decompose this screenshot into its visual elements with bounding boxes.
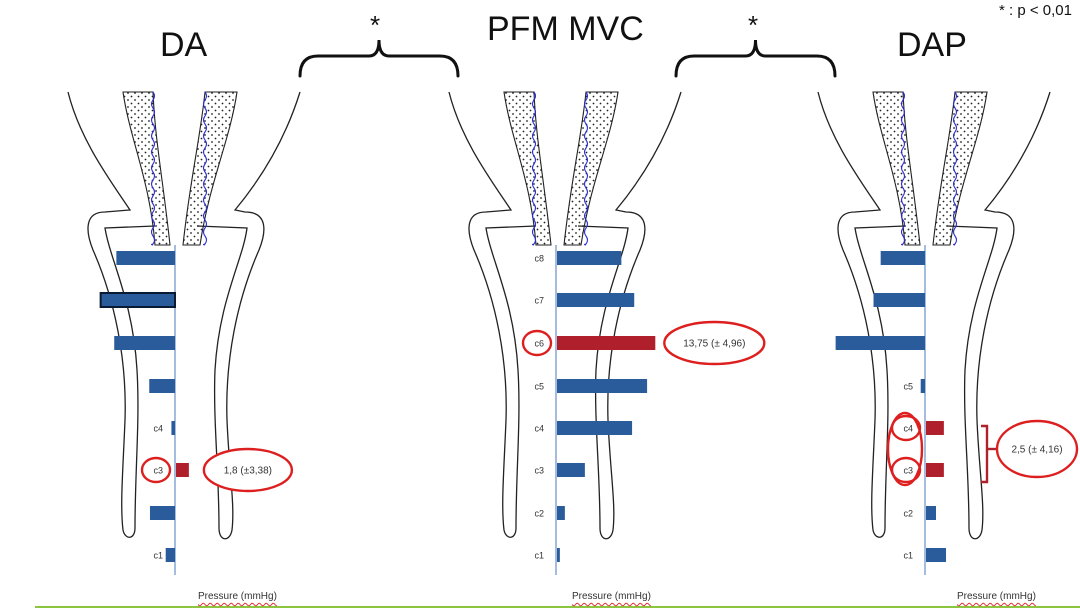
bar-1-7 [557, 548, 560, 562]
row-label-circle [140, 456, 172, 484]
row-label: c1 [903, 551, 913, 561]
bar-0-6 [149, 506, 175, 520]
significance-brace-left [298, 39, 460, 78]
bar-2-4 [926, 421, 944, 435]
p-value-note: * : p < 0,01 [999, 2, 1072, 19]
bar-0-0 [116, 251, 175, 265]
bar-1-1 [557, 293, 635, 307]
mucosa-left [531, 91, 537, 246]
value-annotation: 1,8 (±3,38) [224, 466, 272, 477]
bar-1-4 [557, 421, 633, 435]
row-label: c3 [903, 466, 913, 476]
tissue-left [872, 91, 921, 246]
group-label-circle [886, 411, 924, 487]
panel-2: c5 c4 c3 c2 c1 2,5 (± 4,16) [817, 91, 1079, 575]
pelvis-outline-right [946, 91, 1051, 540]
value-ellipse [663, 320, 766, 366]
bar-1-2 [557, 336, 656, 350]
x-axis-label-dap: Pressure (mmHg) [957, 591, 1036, 602]
panel-1: c8 c7 c6 13,75 (± 4,96) c5 c4 c3 c2 c1 [448, 91, 766, 575]
tissue-left [122, 91, 171, 246]
bar-1-0 [557, 251, 622, 265]
row-label: c1 [534, 551, 544, 561]
row-label: c4 [534, 424, 544, 434]
bar-2-0 [880, 251, 925, 265]
title-pfm-mvc: PFM MVC [487, 10, 644, 48]
panel-0: c4 c3 1,8 (±3,38) c1 [67, 91, 301, 575]
row-label: c2 [903, 509, 913, 519]
row-label-circle [521, 329, 553, 357]
bar-0-5 [176, 463, 189, 477]
bar-2-7 [926, 548, 947, 562]
bar-1-6 [557, 506, 565, 520]
significance-star-left: * [370, 10, 381, 40]
bar-2-6 [926, 506, 937, 520]
row-label: c7 [534, 296, 544, 306]
row-label: c8 [534, 254, 544, 264]
x-axis-label-pfm-mvc: Pressure (mmHg) [572, 591, 651, 602]
tissue-right [563, 91, 619, 246]
bar-0-4 [171, 421, 175, 435]
tissue-right [932, 91, 988, 246]
group-bracket [981, 424, 989, 484]
row-label: c6 [534, 339, 544, 349]
tissue-left [503, 91, 552, 246]
significance-star-right: * [748, 10, 759, 40]
row-label: c4 [153, 424, 163, 434]
bar-2-3 [920, 379, 925, 393]
bar-0-7 [165, 548, 175, 562]
bar-0-3 [149, 379, 175, 393]
title-da: DA [160, 26, 208, 64]
bar-2-2 [835, 336, 925, 350]
row-label: c5 [534, 382, 544, 392]
pelvis-outline-left [67, 91, 156, 538]
group-value-ellipse [995, 419, 1079, 479]
value-ellipse [202, 447, 294, 493]
significance-brace-right [674, 39, 837, 78]
pelvis-outline-left [817, 91, 906, 538]
group-value-annotation: 2,5 (± 4,16) [1011, 445, 1062, 456]
bar-1-5 [557, 463, 585, 477]
row-label: c5 [903, 382, 913, 392]
title-dap: DAP [897, 26, 967, 64]
row-label: c3 [153, 466, 163, 476]
bar-1-3 [557, 379, 648, 393]
bar-2-1 [873, 293, 925, 307]
bar-0-1 [99, 292, 176, 308]
row-label: c2 [534, 509, 544, 519]
row-label: c1 [153, 551, 163, 561]
bar-0-2 [114, 336, 175, 350]
mucosa-left [150, 91, 156, 246]
pelvis-outline-left [448, 91, 537, 538]
row-label: c3 [534, 466, 544, 476]
tissue-right [182, 91, 238, 246]
bar-2-5 [926, 463, 944, 477]
row-label: c4 [903, 424, 913, 434]
mucosa-right [952, 91, 958, 246]
mucosa-left [900, 91, 906, 246]
value-annotation: 13,75 (± 4,96) [683, 339, 745, 350]
pelvis-outline-right [577, 91, 682, 540]
mucosa-right [583, 91, 589, 246]
mucosa-right [202, 91, 208, 246]
x-axis-label-da: Pressure (mmHg) [198, 591, 277, 602]
